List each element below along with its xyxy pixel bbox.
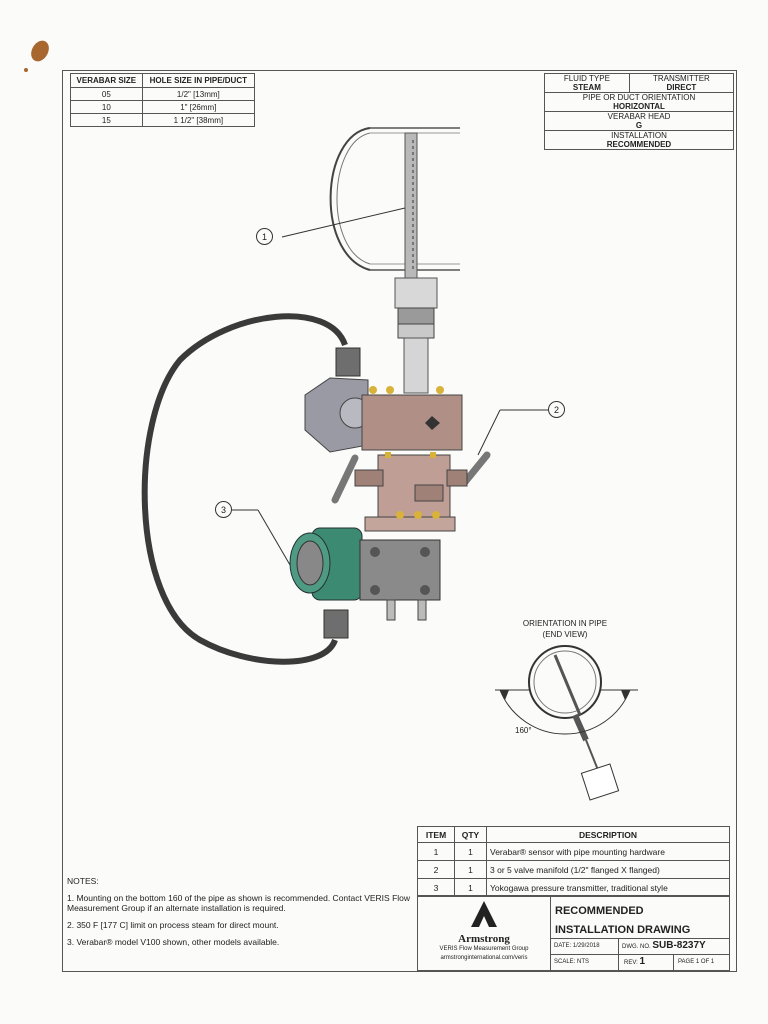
brand-group: VERIS Flow Measurement Group: [439, 946, 529, 952]
items-header-qty: QTY: [454, 826, 487, 843]
callout-3: 3: [215, 501, 232, 518]
size-cell: 15: [70, 113, 143, 127]
item-qty: 1: [454, 878, 487, 897]
transmitter-value: DIRECT: [666, 83, 697, 92]
drawing-title: RECOMMENDED INSTALLATION DRAWING: [555, 902, 690, 940]
paper-stain-dot: [24, 68, 28, 72]
item-description: Yokogawa pressure transmitter, tradition…: [486, 878, 730, 897]
note-1: 1. Mounting on the bottom 160 of the pip…: [67, 893, 411, 913]
callout-1: 1: [256, 228, 273, 245]
scale-label: SCALE: NTS: [554, 959, 590, 965]
armstrong-a-icon: [471, 901, 497, 927]
hole-cell: 1" [26mm]: [141, 100, 256, 114]
date-row: DATE: 1/29/2018: [554, 943, 600, 949]
title-line-2: INSTALLATION DRAWING: [555, 924, 691, 936]
item-number: 1: [417, 842, 455, 861]
armstrong-logo: Armstrong VERIS Flow Measurement Group a…: [418, 896, 551, 970]
title-block: Armstrong VERIS Flow Measurement Group a…: [417, 895, 730, 971]
note-3: 3. Verabar® model V100 shown, other mode…: [67, 937, 280, 947]
title-line-1: RECOMMENDED: [555, 905, 644, 917]
installation-value: RECOMMENDED: [606, 140, 672, 149]
size-cell: 05: [70, 87, 143, 101]
rev-row: REV: 1: [624, 956, 645, 967]
orientation-subtitle: (END VIEW): [542, 630, 588, 639]
head-label: VERABAR HEAD: [607, 112, 671, 121]
head-value: G: [635, 121, 643, 130]
item-qty: 1: [454, 842, 487, 861]
drawing-border: [62, 70, 737, 972]
items-header-item: ITEM: [417, 826, 455, 843]
title-divider: [673, 954, 674, 970]
orientation-angle: 160°: [515, 726, 532, 735]
rev-label: REV:: [624, 960, 638, 966]
title-divider: [550, 938, 729, 939]
orientation-title: ORIENTATION IN PIPE: [522, 619, 608, 628]
header-hole-size: HOLE SIZE IN PIPE/DUCT: [141, 73, 256, 88]
items-header-description: DESCRIPTION: [486, 826, 730, 843]
title-divider: [618, 938, 619, 970]
dwg-label: DWG. NO.: [622, 944, 651, 950]
note-2: 2. 350 F [177 C] limit on process steam …: [67, 920, 279, 930]
orientation-label: PIPE OR DUCT ORIENTATION: [582, 93, 696, 102]
item-description: Verabar® sensor with pipe mounting hardw…: [486, 842, 730, 861]
hole-cell: 1 1/2" [38mm]: [141, 113, 256, 127]
notes-heading: NOTES:: [67, 876, 99, 886]
item-number: 3: [417, 878, 455, 897]
size-cell: 10: [70, 100, 143, 114]
page-label: PAGE 1 OF 1: [678, 959, 715, 965]
callout-2: 2: [548, 401, 565, 418]
transmitter-label: TRANSMITTER: [652, 74, 710, 83]
brand-website: armstronginternational.com/veris: [440, 955, 528, 961]
item-description: 3 or 5 valve manifold (1/2" flanged X fl…: [486, 860, 730, 879]
item-qty: 1: [454, 860, 487, 879]
paper-stain: [27, 37, 53, 65]
orientation-value: HORIZONTAL: [613, 102, 665, 111]
dwg-number: SUB-8237Y: [652, 940, 706, 951]
brand-name: Armstrong: [458, 933, 510, 945]
date-value: 1/29/2018: [572, 943, 600, 949]
hole-cell: 1/2" [13mm]: [141, 87, 256, 101]
date-label: DATE:: [554, 943, 572, 949]
rev-value: 1: [639, 956, 646, 967]
header-verabar-size: VERABAR SIZE: [70, 73, 143, 88]
fluid-type-value: STEAM: [572, 83, 601, 92]
fluid-type-label: FLUID TYPE: [563, 74, 610, 83]
notes-section: NOTES: 1. Mounting on the bottom 160 of …: [67, 876, 412, 954]
item-number: 2: [417, 860, 455, 879]
orientation-label-block: ORIENTATION IN PIPE (END VIEW): [510, 618, 620, 640]
installation-label: INSTALLATION: [611, 131, 667, 140]
dwg-row: DWG. NO. SUB-8237Y: [622, 940, 706, 951]
title-divider: [550, 954, 729, 955]
